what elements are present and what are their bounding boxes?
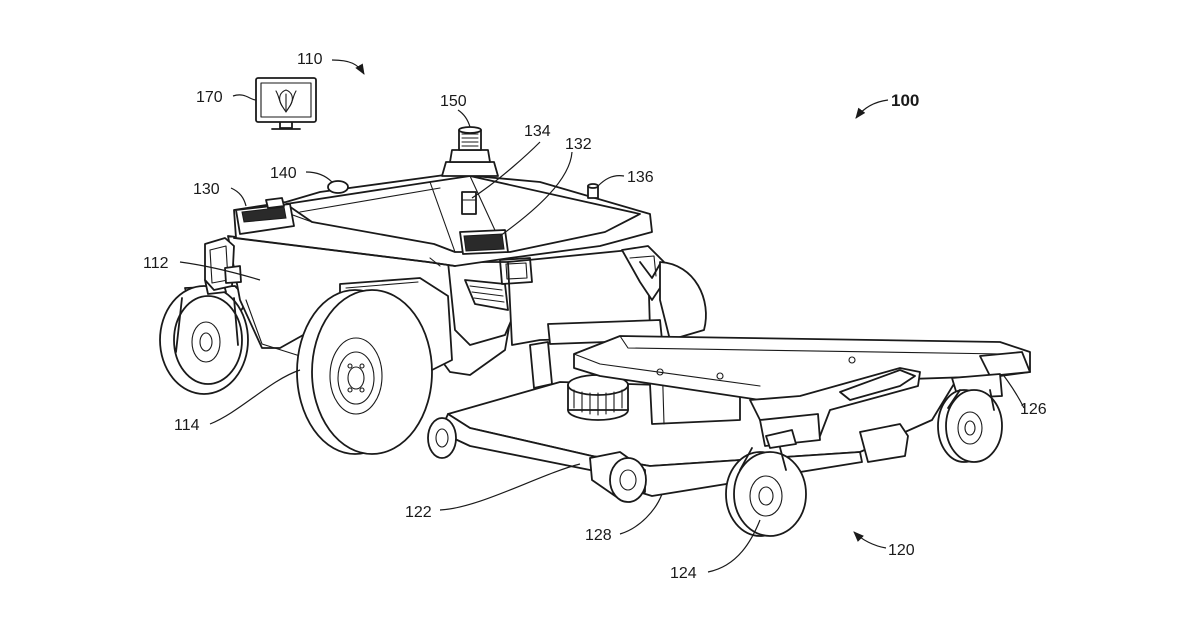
label-100: 100 — [891, 91, 919, 110]
rear-caster-wheel — [160, 278, 248, 394]
label-132: 132 — [565, 136, 592, 153]
label-124: 124 — [670, 565, 697, 582]
label-126: 126 — [1020, 401, 1047, 418]
label-136: 136 — [627, 169, 654, 186]
label-140: 140 — [270, 165, 297, 182]
monitor-icon — [256, 78, 316, 129]
label-128: 128 — [585, 527, 612, 544]
label-130: 130 — [193, 181, 220, 198]
label-110: 110 — [297, 51, 323, 68]
label-112: 112 — [143, 255, 169, 272]
label-120: 120 — [888, 542, 915, 559]
label-150: 150 — [440, 93, 467, 110]
right-caster-wheel — [938, 390, 1002, 462]
label-170: 170 — [196, 89, 223, 106]
label-134: 134 — [524, 123, 551, 140]
label-122: 122 — [405, 504, 432, 521]
label-114: 114 — [174, 417, 200, 434]
right-drive-wheel — [660, 262, 706, 340]
